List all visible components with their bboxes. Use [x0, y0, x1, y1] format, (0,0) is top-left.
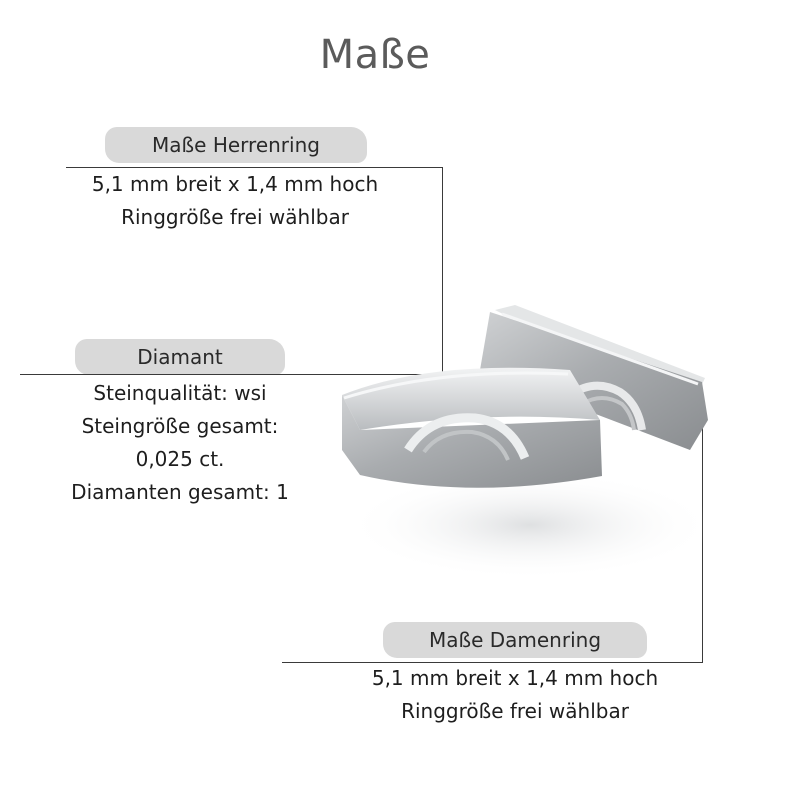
herrenring-size: Ringgröße frei wählbar — [121, 205, 349, 229]
diamant-count: Diamanten gesamt: 1 — [71, 480, 289, 504]
damenring-underline — [282, 662, 703, 663]
damenring-label: Maße Damenring — [383, 622, 647, 658]
herrenring-label: Maße Herrenring — [105, 127, 367, 163]
herrenring-ring — [342, 367, 602, 488]
herrenring-underline — [66, 167, 443, 168]
diamant-stone-size-label: Steingröße gesamt: — [81, 414, 279, 438]
damenring-size: Ringgröße frei wählbar — [401, 699, 629, 723]
rings-illustration — [342, 305, 715, 580]
damenring-dimensions: 5,1 mm breit x 1,4 mm hoch — [371, 666, 659, 690]
ring-shadow — [345, 470, 715, 580]
diamant-stone-quality: Steinqualität: wsi — [93, 381, 267, 405]
diamant-underline — [20, 374, 560, 375]
diamant-stone-size-value: 0,025 ct. — [135, 447, 225, 471]
page-title: Maße — [319, 32, 431, 78]
herrenring-dimensions: 5,1 mm breit x 1,4 mm hoch — [91, 172, 379, 196]
diamant-label: Diamant — [75, 339, 285, 375]
herrenring-leader-line — [442, 167, 443, 372]
damenring-ring — [480, 305, 708, 450]
